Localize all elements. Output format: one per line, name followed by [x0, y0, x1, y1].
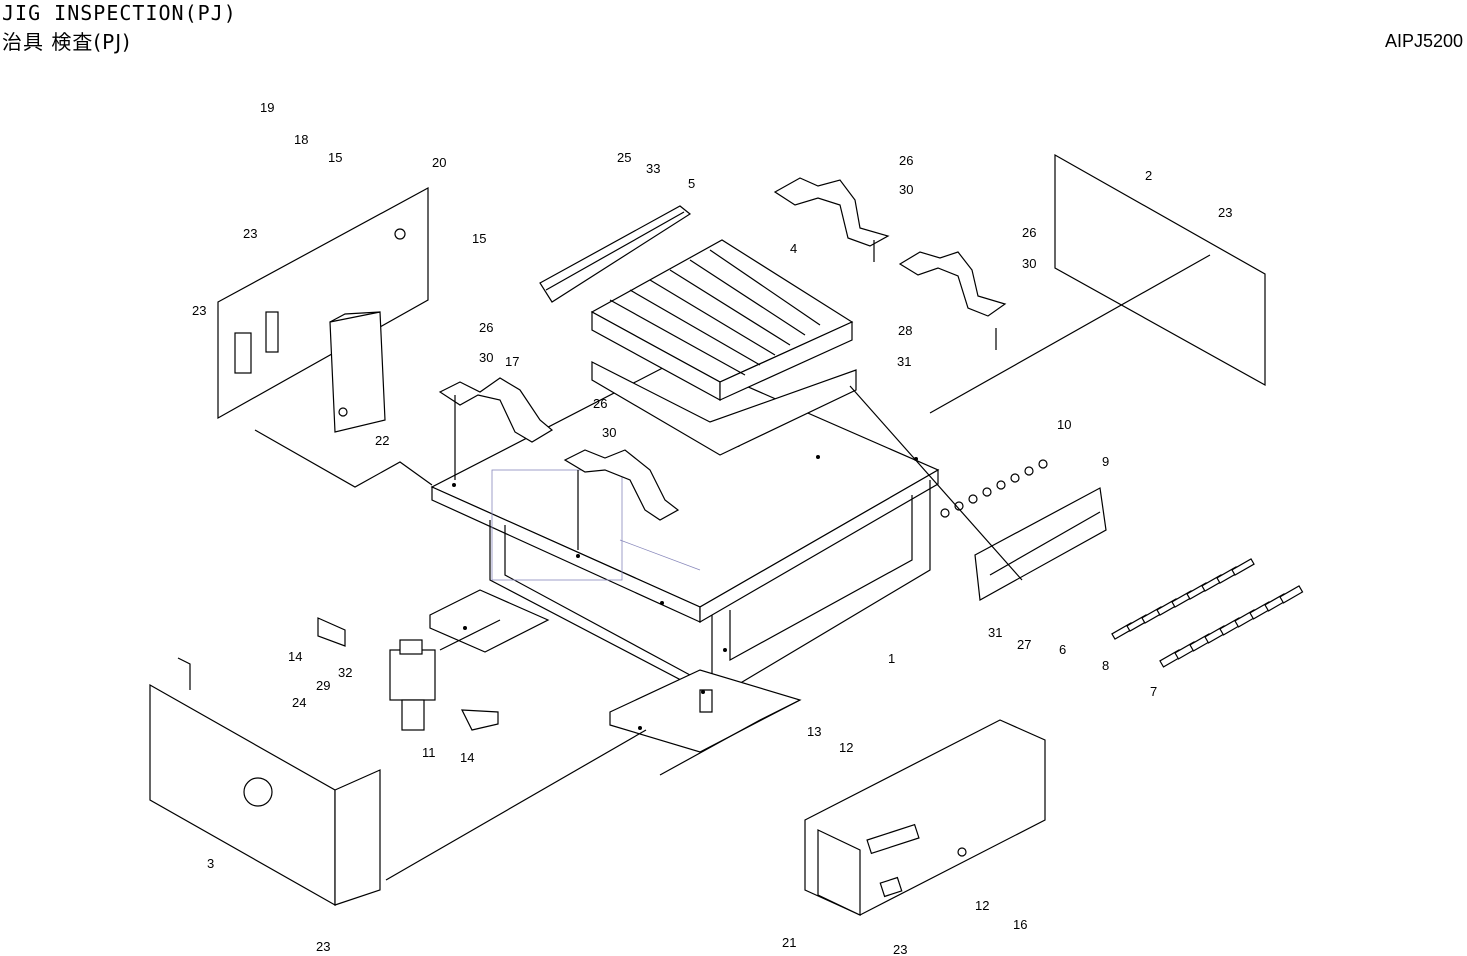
callout-label: 12 [839, 740, 853, 755]
callout-label: 26 [593, 396, 607, 411]
callout-label: 16 [1013, 917, 1027, 932]
callout-label: 15 [472, 231, 486, 246]
callout-label: 1 [888, 651, 895, 666]
callout-label: 26 [899, 153, 913, 168]
callout-label: 23 [893, 942, 907, 956]
callout-label: 21 [782, 935, 796, 950]
bar-9 [975, 488, 1106, 600]
callout-label: 14 [460, 750, 474, 765]
bolt-10 [941, 509, 949, 517]
callout-label: 8 [1102, 658, 1109, 673]
callout-label: 6 [1059, 642, 1066, 657]
bolt-10 [1039, 460, 1047, 468]
callout-label: 27 [1017, 637, 1031, 652]
callout-label: 24 [292, 695, 306, 710]
callout-label: 26 [1022, 225, 1036, 240]
callout-label: 3 [207, 856, 214, 871]
callout-label: 30 [1022, 256, 1036, 271]
callout-label: 30 [479, 350, 493, 365]
pin-7 [1280, 586, 1303, 603]
callout-label: 23 [243, 226, 257, 241]
bolt-10 [997, 481, 1005, 489]
callout-label: 25 [617, 150, 631, 165]
callout-label: 32 [338, 665, 352, 680]
callout-label: 4 [790, 241, 797, 256]
callout-label: 29 [316, 678, 330, 693]
callout-label: 31 [988, 625, 1002, 640]
callout-label: 17 [505, 354, 519, 369]
callout-label: 7 [1150, 684, 1157, 699]
callout-label: 19 [260, 100, 274, 115]
callout-label: 33 [646, 161, 660, 176]
callout-label: 11 [422, 745, 436, 760]
bolt-10 [983, 488, 991, 496]
callout-label: 30 [602, 425, 616, 440]
callout-label: 26 [479, 320, 493, 335]
callout-label: 2 [1145, 168, 1152, 183]
callout-label: 23 [192, 303, 206, 318]
callout-label: 23 [1218, 205, 1232, 220]
callout-label: 23 [316, 939, 330, 954]
callout-label: 14 [288, 649, 302, 664]
callout-label: 12 [975, 898, 989, 913]
callout-label: 30 [899, 182, 913, 197]
callout-label: 10 [1057, 417, 1071, 432]
panel-2 [1055, 155, 1265, 385]
bolt-10 [1025, 467, 1033, 475]
bolt-10 [1011, 474, 1019, 482]
callout-label: 15 [328, 150, 342, 165]
callout-label: 9 [1102, 454, 1109, 469]
callout-label: 20 [432, 155, 446, 170]
callout-label: 28 [898, 323, 912, 338]
bolt-10 [969, 495, 977, 503]
panel-20 [218, 188, 428, 432]
callout-label: 13 [807, 724, 821, 739]
callout-label: 5 [688, 176, 695, 191]
callout-label: 18 [294, 132, 308, 147]
callout-label: 31 [897, 354, 911, 369]
callout-label: 22 [375, 433, 389, 448]
cover-3 [150, 658, 380, 905]
